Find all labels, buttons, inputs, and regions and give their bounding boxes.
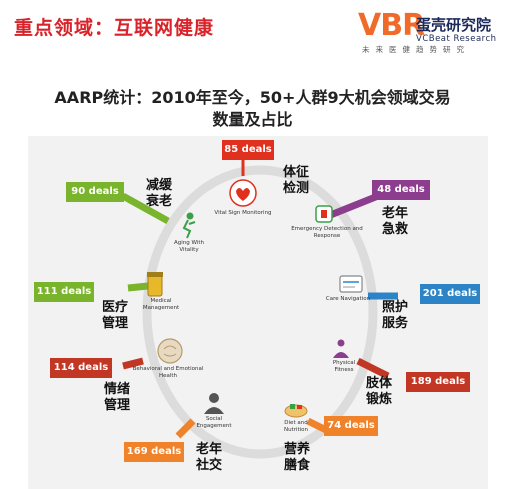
en-label-social: Social Engagement xyxy=(196,416,232,429)
brain-icon xyxy=(157,338,183,364)
ring xyxy=(142,165,378,459)
deal-badge-diet: 74 deals xyxy=(324,416,378,436)
cn-label-diet: 营养膳食 xyxy=(283,442,310,473)
deal-badge-social: 169 deals xyxy=(124,442,184,462)
cn-label-social: 老年社交 xyxy=(195,442,222,473)
person-icon xyxy=(204,393,224,414)
food-icon xyxy=(284,404,308,418)
deal-badge-emergency: 48 deals xyxy=(372,180,430,200)
en-label-vital: Vital Sign Monitoring xyxy=(214,210,272,216)
runner-icon xyxy=(182,212,196,239)
slide-title: 重点领域：互联网健康 xyxy=(14,17,215,39)
en-label-behavioral: Behavioral and Emotional Health xyxy=(132,366,204,379)
deal-badge-fitness: 189 deals xyxy=(406,372,470,392)
deal-badge-behavioral: 114 deals xyxy=(50,358,112,378)
cn-label-vital: 体征检测 xyxy=(282,165,309,196)
logo: VBR 蛋壳研究院 VCBeat Research 未来医健趋势研究 xyxy=(358,8,498,56)
cn-label-aging: 减缓衰老 xyxy=(145,178,172,209)
deal-badge-vital: 85 deals xyxy=(222,140,274,160)
logo-sub: 未来医健趋势研究 xyxy=(362,45,470,54)
en-label-diet: Diet and Nutrition xyxy=(283,420,309,433)
deal-badge-care: 201 deals xyxy=(420,284,480,304)
heart-pulse-icon xyxy=(229,179,257,207)
cn-label-behavioral: 情绪管理 xyxy=(103,382,130,413)
ring-svg xyxy=(121,158,398,459)
en-label-medical: Medical Management xyxy=(142,298,180,311)
logo-mark: VBR xyxy=(358,8,425,43)
en-label-fitness: Physical Fitness xyxy=(332,360,356,373)
navigation-icon xyxy=(339,275,363,293)
subtitle-line-2: 数量及占比 xyxy=(212,110,293,129)
meditation-icon xyxy=(333,339,349,358)
diagram-panel: 85 deals 48 deals 201 deals 189 deals 74… xyxy=(28,136,488,489)
en-label-care: Care Navigation xyxy=(325,296,371,302)
cn-label-medical: 医疗管理 xyxy=(101,300,128,331)
logo-cn: 蛋壳研究院 xyxy=(416,16,492,34)
deal-badge-aging: 90 deals xyxy=(66,182,124,202)
cn-label-care: 照护服务 xyxy=(381,300,408,331)
logo-en: VCBeat Research xyxy=(416,34,497,44)
subtitle-line-1: AARP统计：2010年至今，50+人群9大机会领域交易 xyxy=(54,88,451,107)
pill-bottle-icon xyxy=(147,272,163,297)
cn-label-emergency: 老年急救 xyxy=(381,206,408,237)
en-label-aging: Aging With Vitality xyxy=(174,240,204,253)
en-label-emergency: Emergency Detection and Response xyxy=(291,226,363,239)
cn-label-fitness: 肢体锻炼 xyxy=(365,376,392,407)
deal-badge-medical: 111 deals xyxy=(34,282,94,302)
alarm-icon xyxy=(315,205,333,223)
